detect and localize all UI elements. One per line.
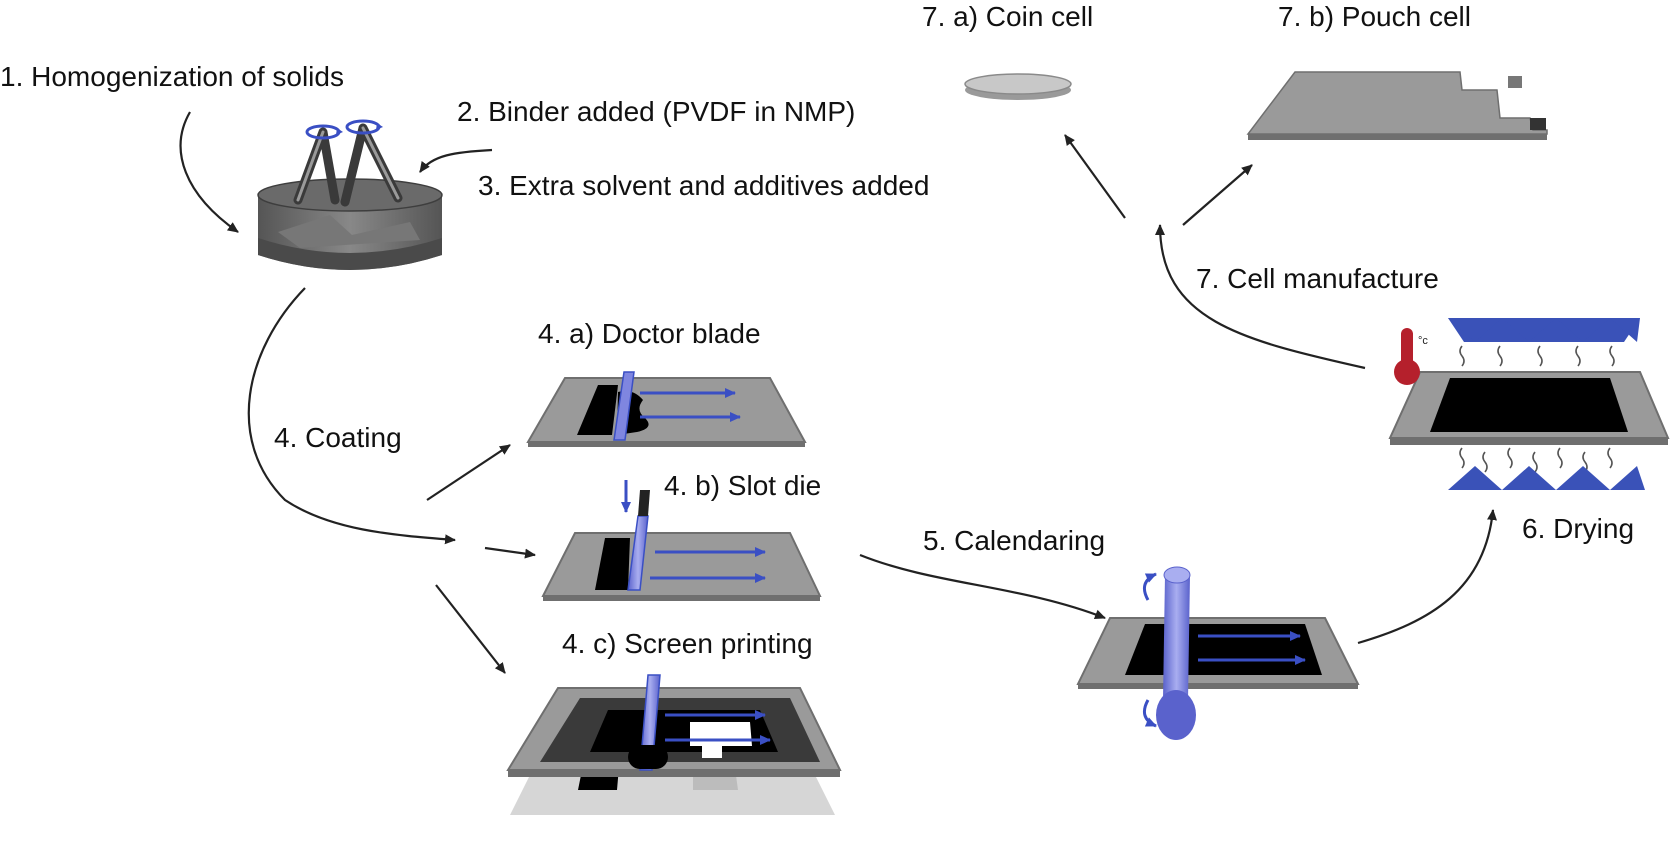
arrow-to-doctor-blade — [426, 444, 511, 501]
arrow-to-coin-cell — [1064, 134, 1126, 219]
label-homogenization: 1. Homogenization of solids — [0, 61, 344, 92]
label-slot-die: 4. b) Slot die — [664, 470, 822, 501]
arrow-to-pouch-cell — [1182, 164, 1253, 226]
label-screen-printing: 4. c) Screen printing — [562, 628, 813, 659]
arrow-to-screen-printing — [435, 584, 506, 674]
arrow-step1-to-mixer — [179, 111, 239, 233]
doctor-blade-icon — [526, 371, 807, 447]
label-doctor-blade: 4. a) Doctor blade — [538, 318, 761, 349]
drying-oven-icon — [1388, 318, 1670, 490]
arrow-drying-to-cell-manufacture — [1155, 224, 1366, 370]
thermometer-icon: °c — [1394, 328, 1428, 385]
flow-arrows — [179, 111, 1497, 674]
coin-cell-icon — [964, 73, 1072, 100]
arrow-slot-die-to-calendaring — [859, 553, 1106, 620]
label-coin-cell: 7. a) Coin cell — [922, 1, 1094, 32]
label-cell-manufacture: 7. Cell manufacture — [1196, 263, 1439, 294]
label-calendaring: 5. Calendaring — [923, 525, 1106, 556]
pouch-cell-icon — [1246, 71, 1548, 140]
slot-die-icon — [541, 480, 822, 601]
label-pouch-cell: 7. b) Pouch cell — [1278, 1, 1471, 32]
label-extra-solvent: 3. Extra solvent and additives added — [478, 170, 930, 201]
label-drying: 6. Drying — [1522, 513, 1635, 544]
arrow-binder-to-mixer — [419, 148, 493, 173]
thermometer-unit: °c — [1418, 335, 1428, 347]
mixer-icon — [257, 119, 443, 270]
label-coating: 4. Coating — [274, 422, 402, 453]
screen-printer-icon — [506, 674, 842, 815]
calender-roller-icon — [1076, 566, 1360, 740]
arrow-calendaring-to-drying — [1357, 509, 1497, 645]
arrow-to-slot-die — [484, 546, 536, 559]
label-binder-added: 2. Binder added (PVDF in NMP) — [457, 96, 856, 127]
arrow-mixer-to-coating — [247, 287, 456, 545]
